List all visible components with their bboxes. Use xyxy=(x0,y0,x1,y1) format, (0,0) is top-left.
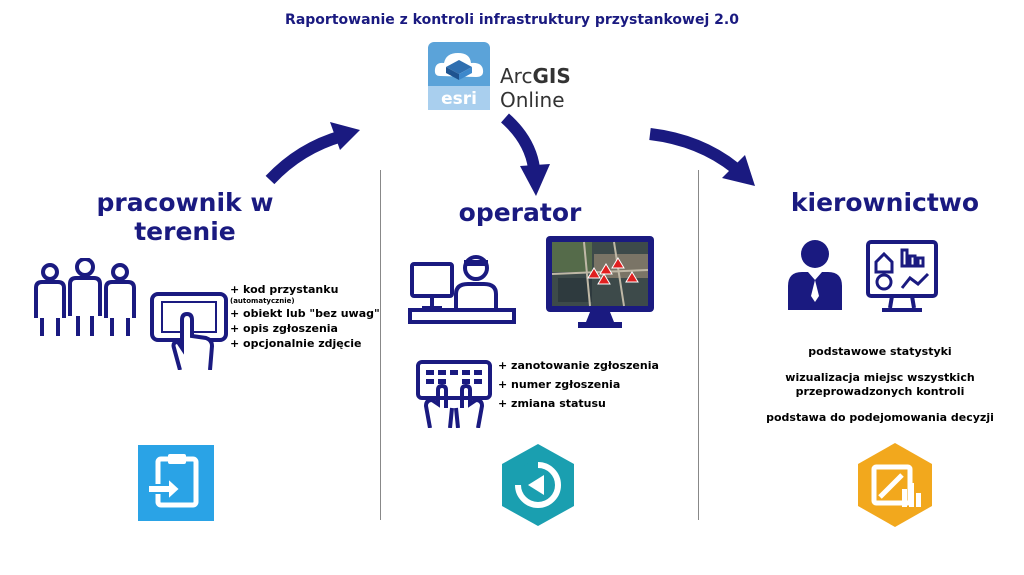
list-item: + numer zgłoszenia xyxy=(498,378,621,391)
list-item: przeprowadzonych kontroli xyxy=(795,385,965,398)
esri-badge-text: esri xyxy=(441,89,477,109)
esri-cloud-icon: esri xyxy=(428,42,490,110)
list-item: wizualizacja miejsc wszystkich xyxy=(785,371,975,384)
survey123-icon xyxy=(138,445,214,521)
tablet-touch-icon xyxy=(150,292,228,370)
operator-heading: operator xyxy=(458,198,582,227)
page-title: Raportowanie z kontroli infrastruktury p… xyxy=(285,12,739,28)
field-items-list: + kod przystanku (automatycznie) + obiek… xyxy=(230,282,390,351)
manager-icon xyxy=(788,240,842,310)
workforce-icon xyxy=(502,444,574,526)
list-item: + opcjonalnie zdjęcie xyxy=(230,337,362,350)
monitor-map-icon xyxy=(546,236,654,328)
arcgis-online-logo: esri ArcGIS Online xyxy=(428,42,628,112)
list-item: podstawowe statystyki xyxy=(808,345,952,358)
list-item: + zmiana statusu xyxy=(498,397,606,410)
column-divider-left xyxy=(380,170,381,520)
operator-items-list: + zanotowanie zgłoszenia + numer zgłosze… xyxy=(498,358,678,411)
field-worker-heading: pracownik w terenie xyxy=(96,188,274,246)
arrow-arcgis-to-management-icon xyxy=(649,128,755,186)
list-item: + obiekt lub "bez uwag" xyxy=(230,307,380,320)
dashboards-icon xyxy=(858,443,932,527)
column-divider-right xyxy=(698,170,699,520)
list-item: + opis zgłoszenia xyxy=(230,322,338,335)
workers-group-icon xyxy=(34,258,136,336)
management-heading: kierownictwo xyxy=(790,188,980,217)
keyboard-typing-icon xyxy=(416,360,492,428)
operator-desk-icon xyxy=(408,255,516,324)
arrow-field-to-arcgis-icon xyxy=(265,122,360,185)
arrow-arcgis-to-operator-icon xyxy=(500,113,550,196)
list-item: podstawa do podejomowania decyzji xyxy=(766,411,994,424)
arcgis-wordmark: ArcGIS Online xyxy=(500,64,571,112)
management-items-list: podstawowe statystyki wizualizacja miejs… xyxy=(740,345,1020,425)
list-item-note: (automatycznie) xyxy=(230,297,295,305)
list-item: + zanotowanie zgłoszenia xyxy=(498,359,659,372)
list-item: + kod przystanku xyxy=(230,283,339,296)
dashboard-monitor-icon xyxy=(866,240,938,312)
